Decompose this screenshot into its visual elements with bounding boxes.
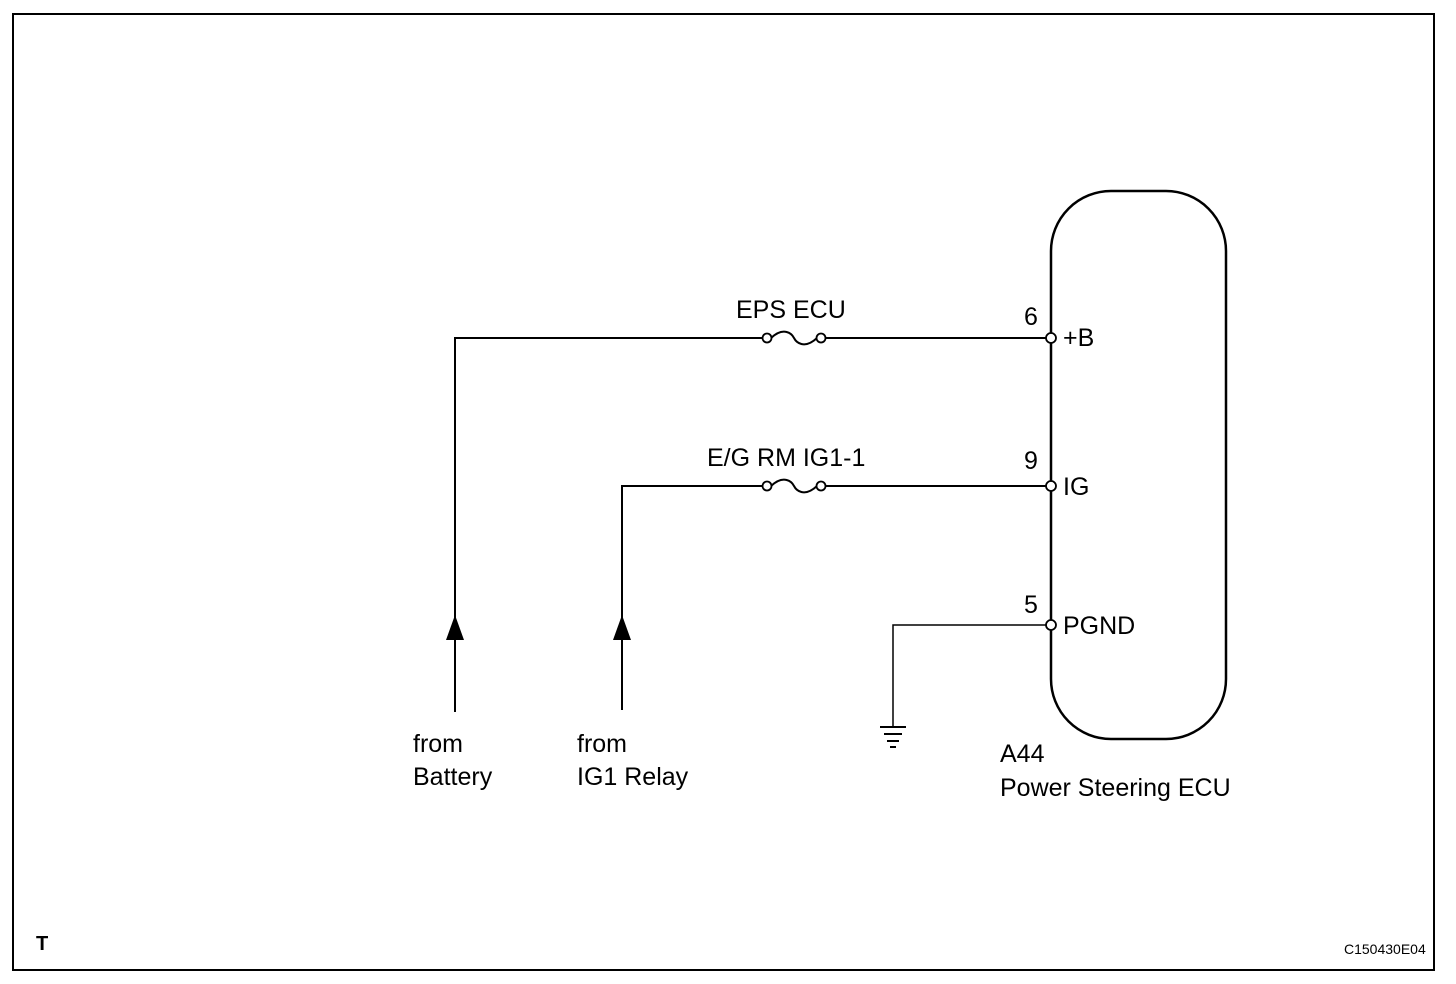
pin-name-plus-b: +B bbox=[1063, 324, 1094, 352]
source-battery-line2: Battery bbox=[413, 763, 493, 791]
pin-5-terminal bbox=[1045, 619, 1057, 631]
ecu-body bbox=[1049, 189, 1228, 741]
source-ig1-relay-line2: IG1 Relay bbox=[577, 763, 689, 791]
diagram-frame bbox=[12, 13, 1435, 971]
fuse-label-eg-rm-ig1-1: E/G RM IG1-1 bbox=[707, 444, 865, 472]
fuse-label-eps-ecu: EPS ECU bbox=[736, 296, 846, 324]
ecu-name: Power Steering ECU bbox=[1000, 774, 1231, 802]
fuse-eg-rm-ig1-1 bbox=[761, 478, 827, 494]
pin-name-ig: IG bbox=[1063, 473, 1089, 501]
ground-wire bbox=[892, 624, 1051, 726]
battery-wire bbox=[454, 337, 1051, 712]
pin-6-terminal bbox=[1045, 332, 1057, 344]
fuse-eps-ecu bbox=[761, 330, 827, 346]
pin-number-5: 5 bbox=[1024, 591, 1038, 619]
pin-9-terminal bbox=[1045, 480, 1057, 492]
pin-number-9: 9 bbox=[1024, 447, 1038, 475]
corner-code: T bbox=[36, 933, 48, 955]
figure-id: C150430E04 bbox=[1344, 941, 1426, 957]
arrow-up-icon bbox=[446, 615, 464, 640]
ground-icon bbox=[880, 726, 906, 748]
source-ig1-relay-line1: from bbox=[577, 730, 627, 758]
source-battery-line1: from bbox=[413, 730, 463, 758]
pin-number-6: 6 bbox=[1024, 303, 1038, 331]
ig1-relay-wire bbox=[621, 485, 1051, 710]
arrow-up-icon bbox=[613, 615, 631, 640]
pin-name-pgnd: PGND bbox=[1063, 612, 1135, 640]
ecu-connector-code: A44 bbox=[1000, 740, 1045, 768]
